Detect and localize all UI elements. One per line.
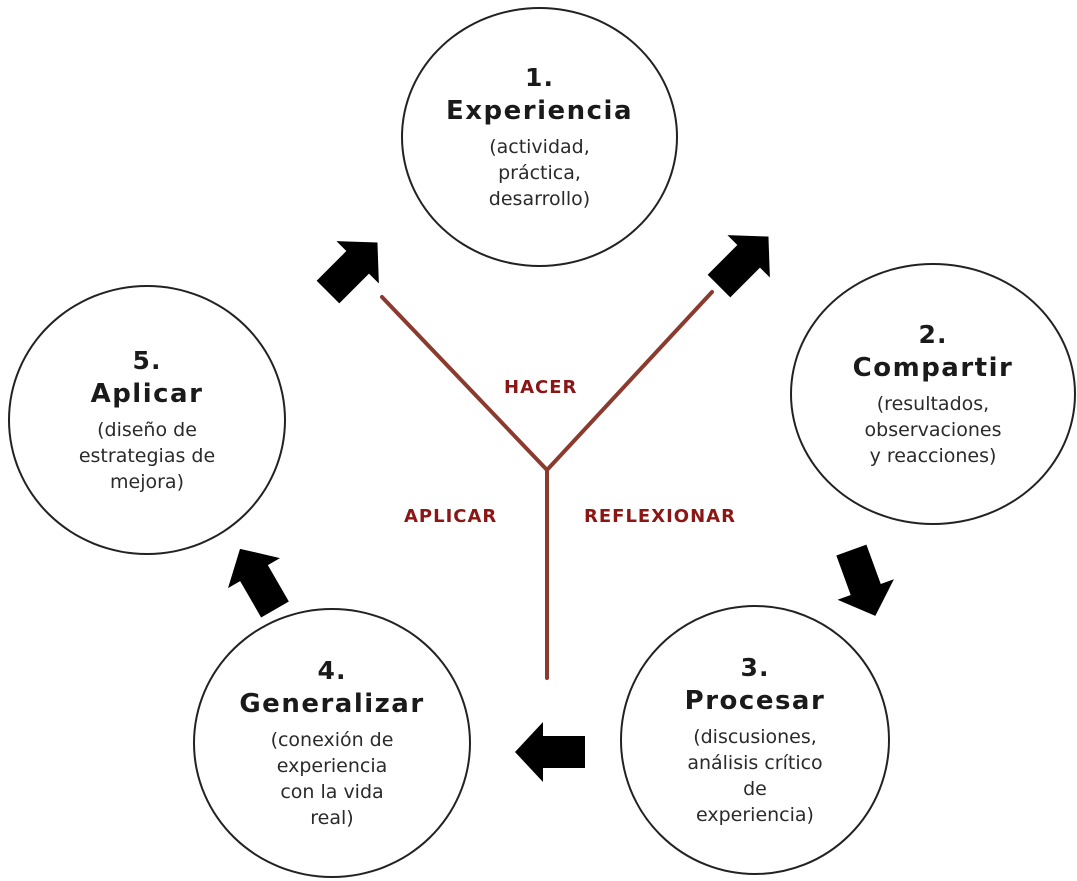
step-number: 1. xyxy=(525,63,554,92)
step-generalizar: 4. Generalizar (conexión de experiencia … xyxy=(193,608,471,878)
label-aplicar: APLICAR xyxy=(404,506,498,527)
arrow-1-to-2 xyxy=(707,235,770,298)
step-description: (conexión de experiencia con la vida rea… xyxy=(270,729,394,829)
label-hacer: HACER xyxy=(504,377,578,398)
arrow-2-to-3 xyxy=(836,544,894,616)
block-arrow-icon xyxy=(515,722,585,782)
step-number: 5. xyxy=(132,346,162,375)
label-reflexionar: REFLEXIONAR xyxy=(584,506,736,527)
step-title: Experiencia xyxy=(445,96,634,126)
arrow-3-to-4 xyxy=(515,722,585,782)
block-arrow-icon xyxy=(836,544,894,616)
step-experiencia: 1. Experiencia (actividad, práctica, des… xyxy=(401,7,678,267)
step-title: Generalizar xyxy=(239,689,425,719)
step-description: (discusiones, análisis crítico de experi… xyxy=(687,726,823,826)
step-description: (resultados, observaciones y reacciones) xyxy=(864,393,1002,467)
block-arrow-icon xyxy=(228,548,289,618)
step-title: Aplicar xyxy=(90,379,204,409)
step-title: Procesar xyxy=(684,686,826,716)
step-aplicar: 5. Aplicar (diseño de estrategias de mej… xyxy=(8,285,286,555)
y-branch-right xyxy=(545,290,714,472)
arrow-4-to-5 xyxy=(228,548,289,618)
block-arrow-icon xyxy=(316,241,379,304)
step-number: 2. xyxy=(918,320,948,349)
step-description: (actividad, práctica, desarrollo) xyxy=(488,136,591,210)
step-number: 3. xyxy=(740,653,770,682)
y-branch-left xyxy=(380,295,549,472)
step-procesar: 3. Procesar (discusiones, análisis críti… xyxy=(620,605,890,875)
step-number: 4. xyxy=(317,656,347,685)
step-compartir: 2. Compartir (resultados, observaciones … xyxy=(790,263,1076,525)
step-description: (diseño de estrategias de mejora) xyxy=(78,419,216,493)
step-title: Compartir xyxy=(852,353,1014,383)
arrow-5-to-1 xyxy=(316,241,379,304)
block-arrow-icon xyxy=(707,235,770,298)
